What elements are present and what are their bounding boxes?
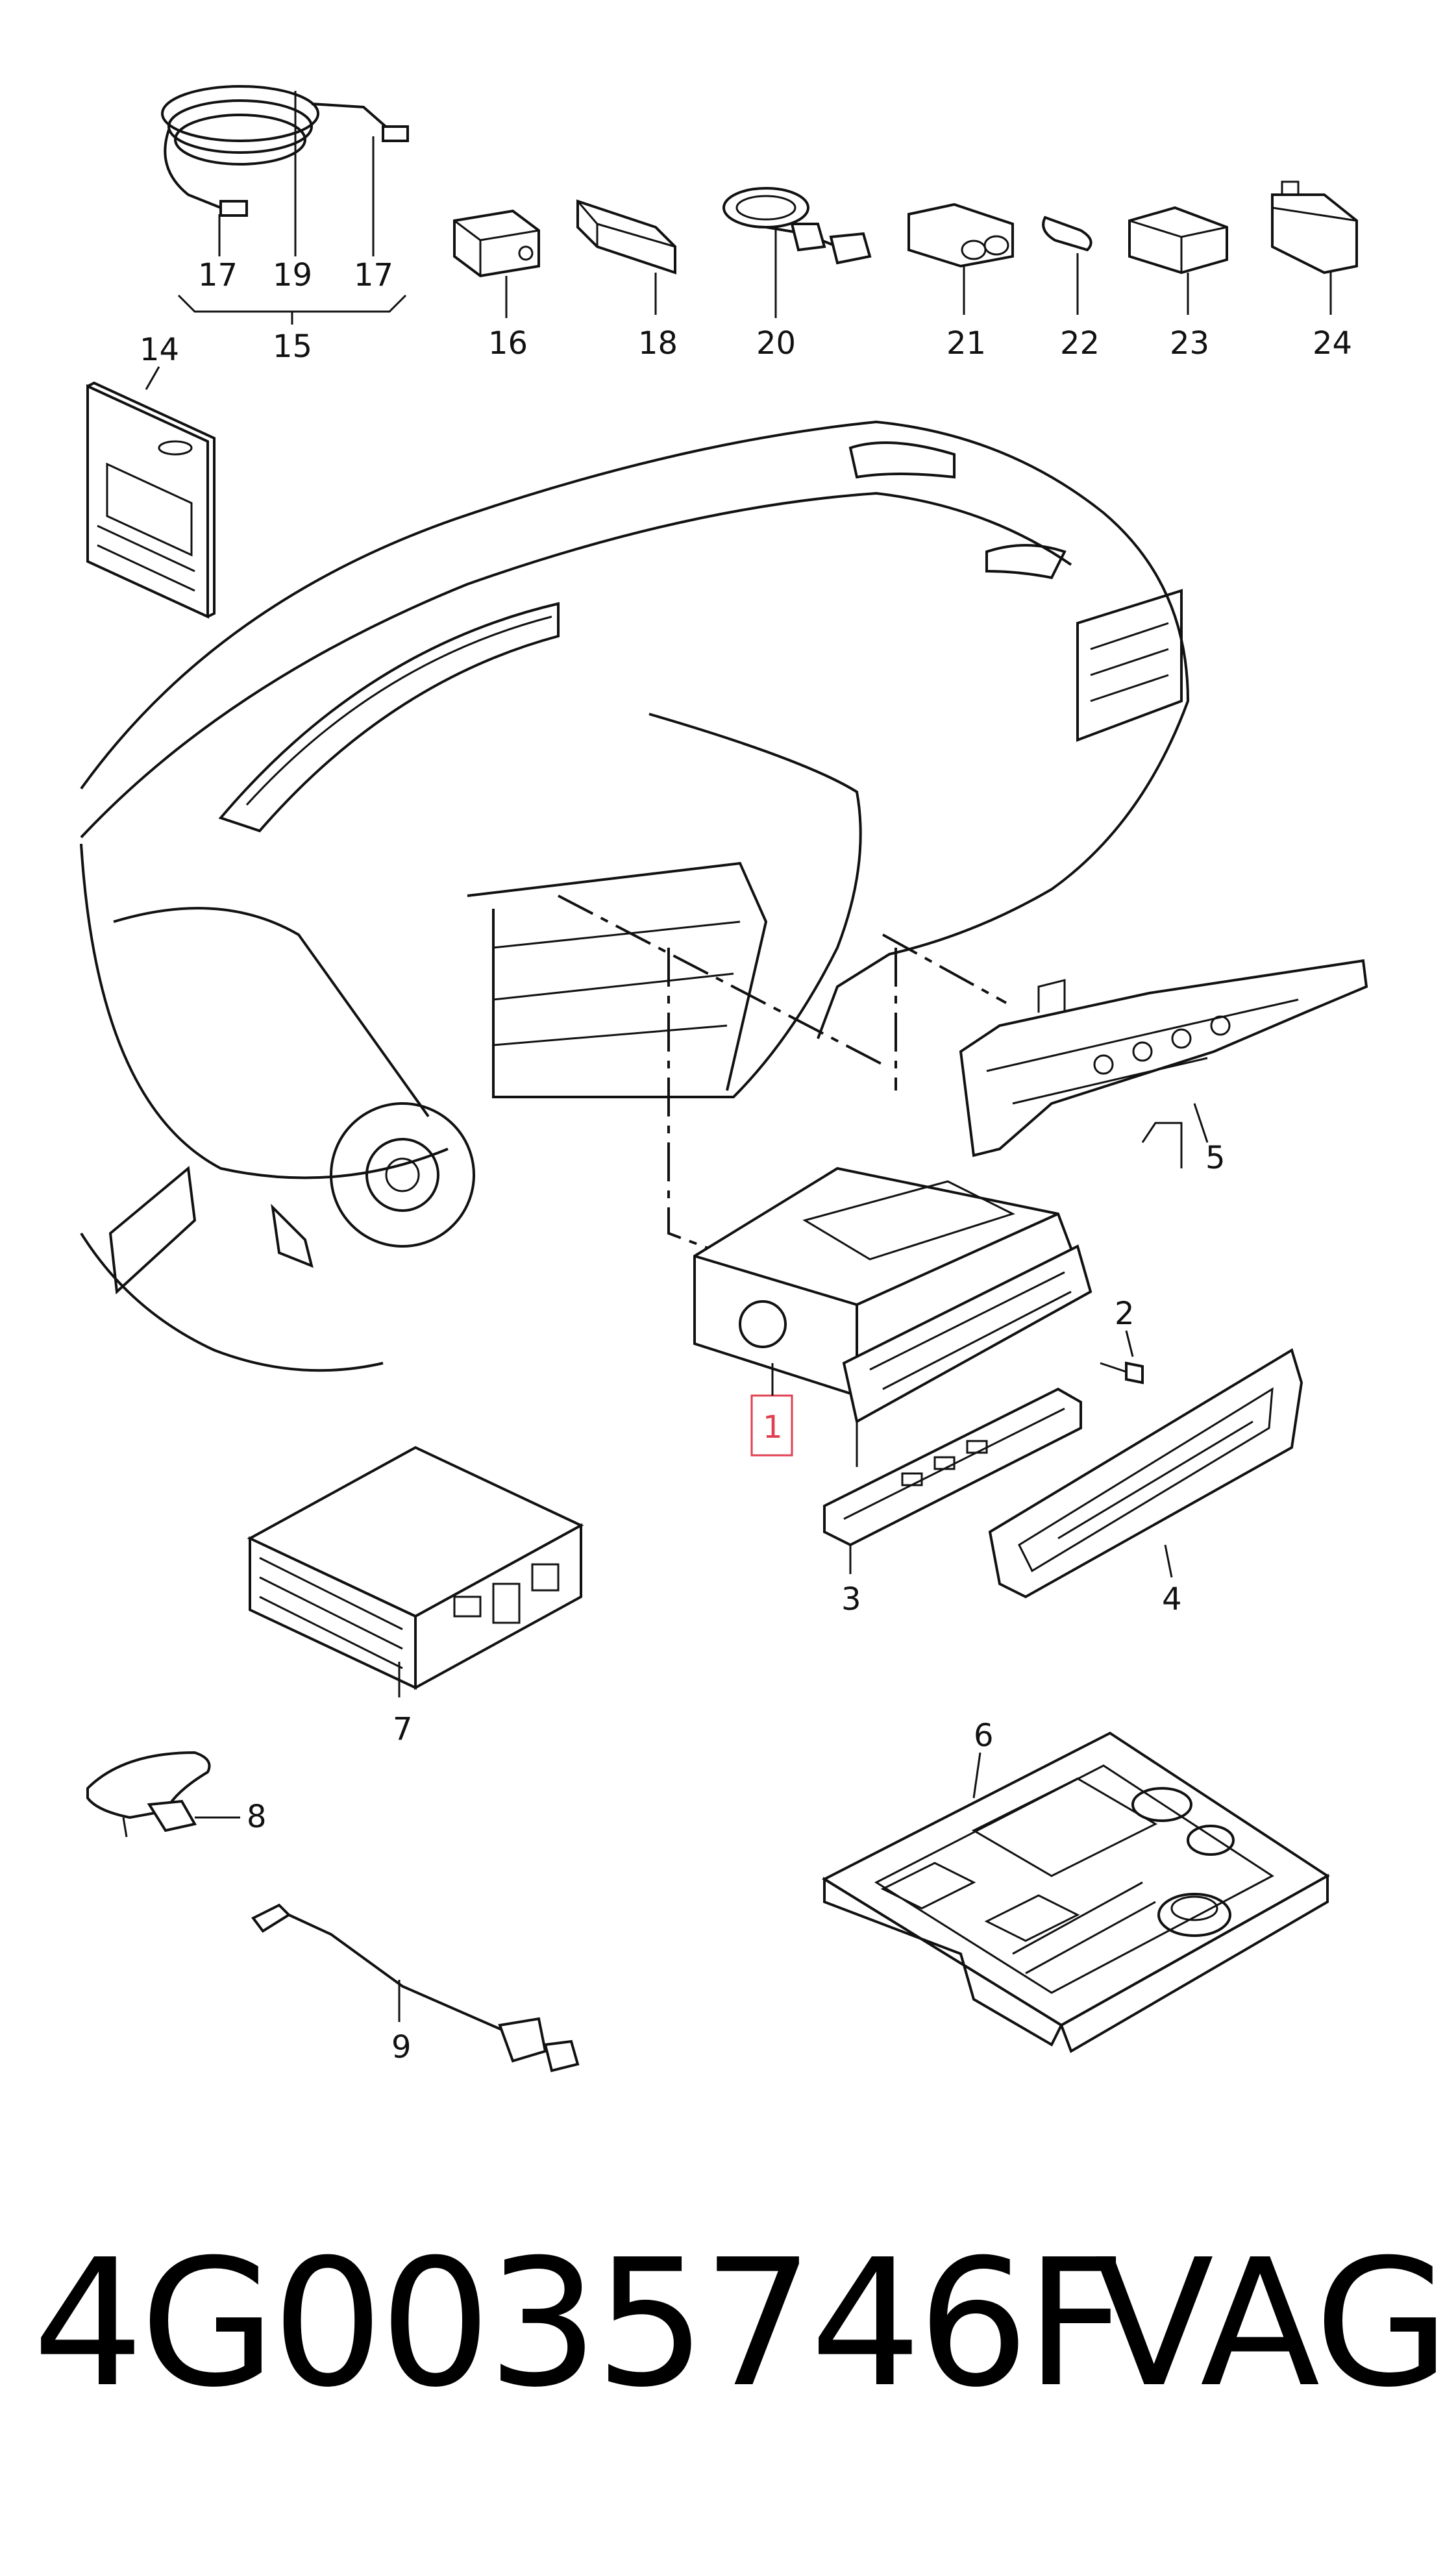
callout-18: 18 bbox=[638, 325, 678, 362]
part-2-screw bbox=[1100, 1361, 1144, 1385]
brand-name: VAG bbox=[1094, 2221, 1450, 2426]
part-21-connector bbox=[907, 203, 1014, 268]
part-number: 4G0035746F bbox=[32, 2221, 1126, 2426]
part-16-connector bbox=[453, 209, 540, 278]
callout-17-left: 17 bbox=[198, 257, 238, 293]
callout-24: 24 bbox=[1313, 325, 1352, 362]
footer-caption: 4G0035746F VAG bbox=[19, 2221, 1450, 2426]
callout-8: 8 bbox=[247, 1799, 267, 1835]
callout-9: 9 bbox=[391, 2029, 412, 2065]
callout-3: 3 bbox=[841, 1581, 861, 1618]
callout-21: 21 bbox=[946, 325, 986, 362]
callout-2: 2 bbox=[1115, 1296, 1135, 1332]
part-14-manual-booklet bbox=[86, 381, 216, 619]
bracket-15 bbox=[177, 294, 407, 325]
part-23-cap bbox=[1128, 206, 1228, 275]
callout-1: 1 bbox=[763, 1409, 783, 1446]
part-9-cable bbox=[251, 1903, 580, 2073]
callout-4: 4 bbox=[1162, 1581, 1182, 1618]
part-22-plug bbox=[1042, 216, 1092, 252]
callout-5: 5 bbox=[1205, 1140, 1226, 1176]
part-20-ring-connector bbox=[722, 187, 872, 265]
callout-6: 6 bbox=[974, 1718, 994, 1754]
part-5-mounting-bracket bbox=[959, 959, 1368, 1168]
part-1-radio-unit bbox=[693, 1166, 1092, 1467]
callout-16: 16 bbox=[488, 325, 528, 362]
callout-7: 7 bbox=[393, 1711, 413, 1747]
callout-15: 15 bbox=[273, 328, 312, 365]
coiled-cable-part bbox=[161, 85, 409, 217]
callout-22: 22 bbox=[1060, 325, 1100, 362]
svg-text:17: 17 bbox=[198, 257, 238, 293]
callout-19: 19 bbox=[273, 257, 312, 293]
callout-20: 20 bbox=[756, 325, 796, 362]
part-24-connector bbox=[1271, 180, 1358, 275]
callout-14: 14 bbox=[140, 332, 179, 368]
part-7-control-module bbox=[247, 1446, 584, 1690]
callout-23: 23 bbox=[1170, 325, 1209, 362]
callout-17-right: 17 bbox=[354, 257, 393, 293]
dashboard-assembly bbox=[80, 420, 1190, 1372]
part-4-trim-frame bbox=[988, 1348, 1303, 1599]
part-8-antenna bbox=[86, 1751, 211, 1838]
part-18-connector bbox=[576, 199, 676, 275]
part-6-center-console bbox=[821, 1731, 1330, 2053]
part-3-control-panel bbox=[823, 1387, 1082, 1547]
